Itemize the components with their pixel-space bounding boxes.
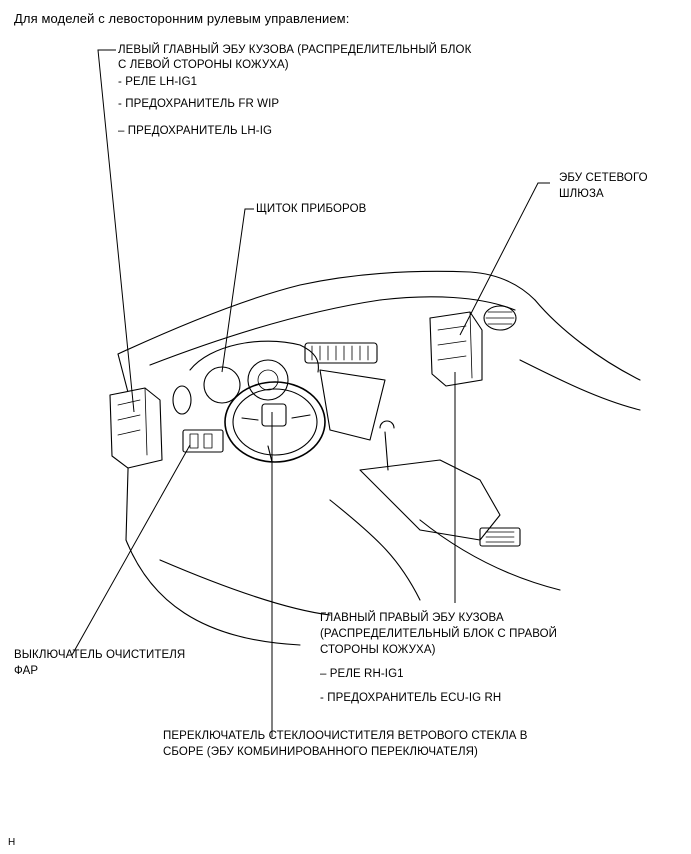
- left-door-curve: [125, 539, 301, 646]
- floor-line: [159, 559, 331, 616]
- right-ecu-line3: СТОРОНЫ КОЖУХА): [320, 644, 436, 656]
- left-ecu-title-line2: С ЛЕВОЙ СТОРОНЫ КОЖУХА): [118, 59, 289, 71]
- headlamp-cleaner-line2: ФАР: [14, 665, 39, 677]
- steering-column: [261, 403, 287, 427]
- right-vent-slats: [485, 311, 515, 325]
- switch-panel-detail: [189, 433, 213, 449]
- gauge-right: [247, 359, 289, 401]
- left-ecu-fuse-frwip: - ПРЕДОХРАНИТЕЛЬ FR WIP: [118, 98, 280, 110]
- right-ecu-fuse: - ПРЕДОХРАНИТЕЛЬ ECU-IG RH: [320, 692, 502, 704]
- right-ecu-relay: – РЕЛЕ RH-IG1: [320, 668, 404, 680]
- figure-code: H: [8, 837, 16, 848]
- steering-wheel-spokes: [241, 414, 311, 463]
- gauge-right-inner: [257, 369, 279, 391]
- left-ecu-title-line1: ЛЕВЫЙ ГЛАВНЫЙ ЭБУ КУЗОВА (РАСПРЕДЕЛИТЕЛЬ…: [118, 44, 472, 56]
- cluster-hood: [189, 340, 319, 373]
- leader-left-ecu: [97, 49, 135, 413]
- cluster-label: ЩИТОК ПРИБОРОВ: [256, 203, 367, 215]
- gear-shifter: [379, 420, 395, 471]
- center-vent: [304, 342, 378, 364]
- steering-wheel-outer: [224, 381, 326, 463]
- right-door-line: [534, 299, 641, 381]
- dash-top-outline-2: [149, 296, 516, 366]
- rear-vent: [479, 527, 521, 547]
- steering-wheel-inner: [232, 388, 318, 456]
- wiper-switch-line2: СБОРЕ (ЭБУ КОМБИНИРОВАННОГО ПЕРЕКЛЮЧАТЕЛ…: [163, 746, 478, 758]
- right-ecu-line1: ГЛАВНЫЙ ПРАВЫЙ ЭБУ КУЗОВА: [320, 612, 504, 624]
- page-header: Для моделей с левосторонним рулевым упра…: [14, 11, 350, 26]
- center-stack: [319, 369, 386, 441]
- right-vent: [483, 305, 517, 331]
- dash-top-outline: [117, 270, 536, 355]
- wiper-switch-line1: ПЕРЕКЛЮЧАТЕЛЬ СТЕКЛООЧИСТИТЕЛЯ ВЕТРОВОГО…: [163, 730, 528, 742]
- left-ecu-fuse-lhig: – ПРЕДОХРАНИТЕЛЬ LH-IG: [118, 125, 273, 137]
- console: [359, 459, 501, 541]
- switch-panel: [182, 429, 224, 453]
- left-ecu-detail: [117, 387, 148, 456]
- gauge-left: [203, 366, 241, 404]
- headlamp-cleaner-line1: ВЫКЛЮЧАТЕЛЬ ОЧИСТИТЕЛЯ: [14, 649, 186, 661]
- leader-cluster: [221, 208, 254, 373]
- gateway-label-line1: ЭБУ СЕТЕВОГО: [559, 172, 648, 184]
- right-ecu-detail: [437, 311, 473, 379]
- gateway-label-line2: ШЛЮЗА: [559, 188, 604, 200]
- right-door-line-2: [519, 359, 641, 411]
- left-ecu-relay: - РЕЛЕ LH-IG1: [118, 76, 198, 88]
- rear-vent-slats: [485, 531, 515, 543]
- floor-line-2: [329, 499, 421, 601]
- leader-gateway: [459, 182, 550, 336]
- right-ecu-line2: (РАСПРЕДЕЛИТЕЛЬНЫЙ БЛОК С ПРАВОЙ: [320, 628, 558, 640]
- leader-headlamp: [71, 444, 191, 656]
- left-vent: [172, 385, 192, 415]
